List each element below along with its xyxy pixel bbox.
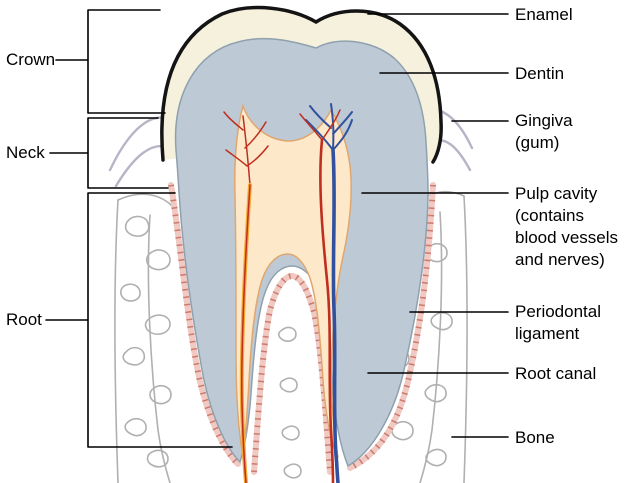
blood-vessels (223, 103, 353, 483)
bone-texture (114, 190, 468, 483)
enamel-outline (160, 5, 443, 164)
label-bone: Bone (515, 428, 555, 447)
label-gingiva: Gingiva (gum) (515, 111, 573, 152)
pulp-cavity-shape (234, 103, 352, 459)
label-crown: Crown (6, 50, 56, 69)
label-enamel: Enamel (515, 5, 573, 24)
label-root: Root (6, 310, 42, 329)
label-pulp-cavity: Pulp cavity (contains blood vessels and … (515, 184, 619, 269)
label-dentin: Dentin (515, 64, 565, 83)
label-periodontal-ligament: Periodontal ligament (515, 302, 602, 343)
leader-lines (45, 9, 509, 448)
label-neck: Neck (6, 143, 45, 162)
label-root-canal: Root canal (515, 364, 597, 383)
